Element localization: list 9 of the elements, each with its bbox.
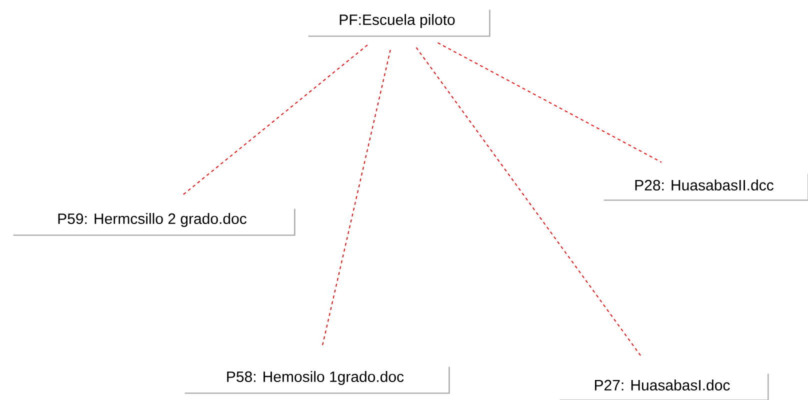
connector (322, 49, 391, 348)
connector (416, 47, 642, 358)
connector (437, 42, 662, 163)
document-box: P27: HuasabasI.doc (556, 370, 769, 400)
document-box: P28: HuasabasII.dcc (600, 170, 808, 201)
document-box: P58: Hemosilo 1grado.doc (181, 363, 450, 394)
document-box: PF:Escuela piloto (304, 6, 490, 37)
connector (182, 44, 368, 196)
document-box: P59: Hermcsillo 2 grado.doc (10, 205, 296, 236)
